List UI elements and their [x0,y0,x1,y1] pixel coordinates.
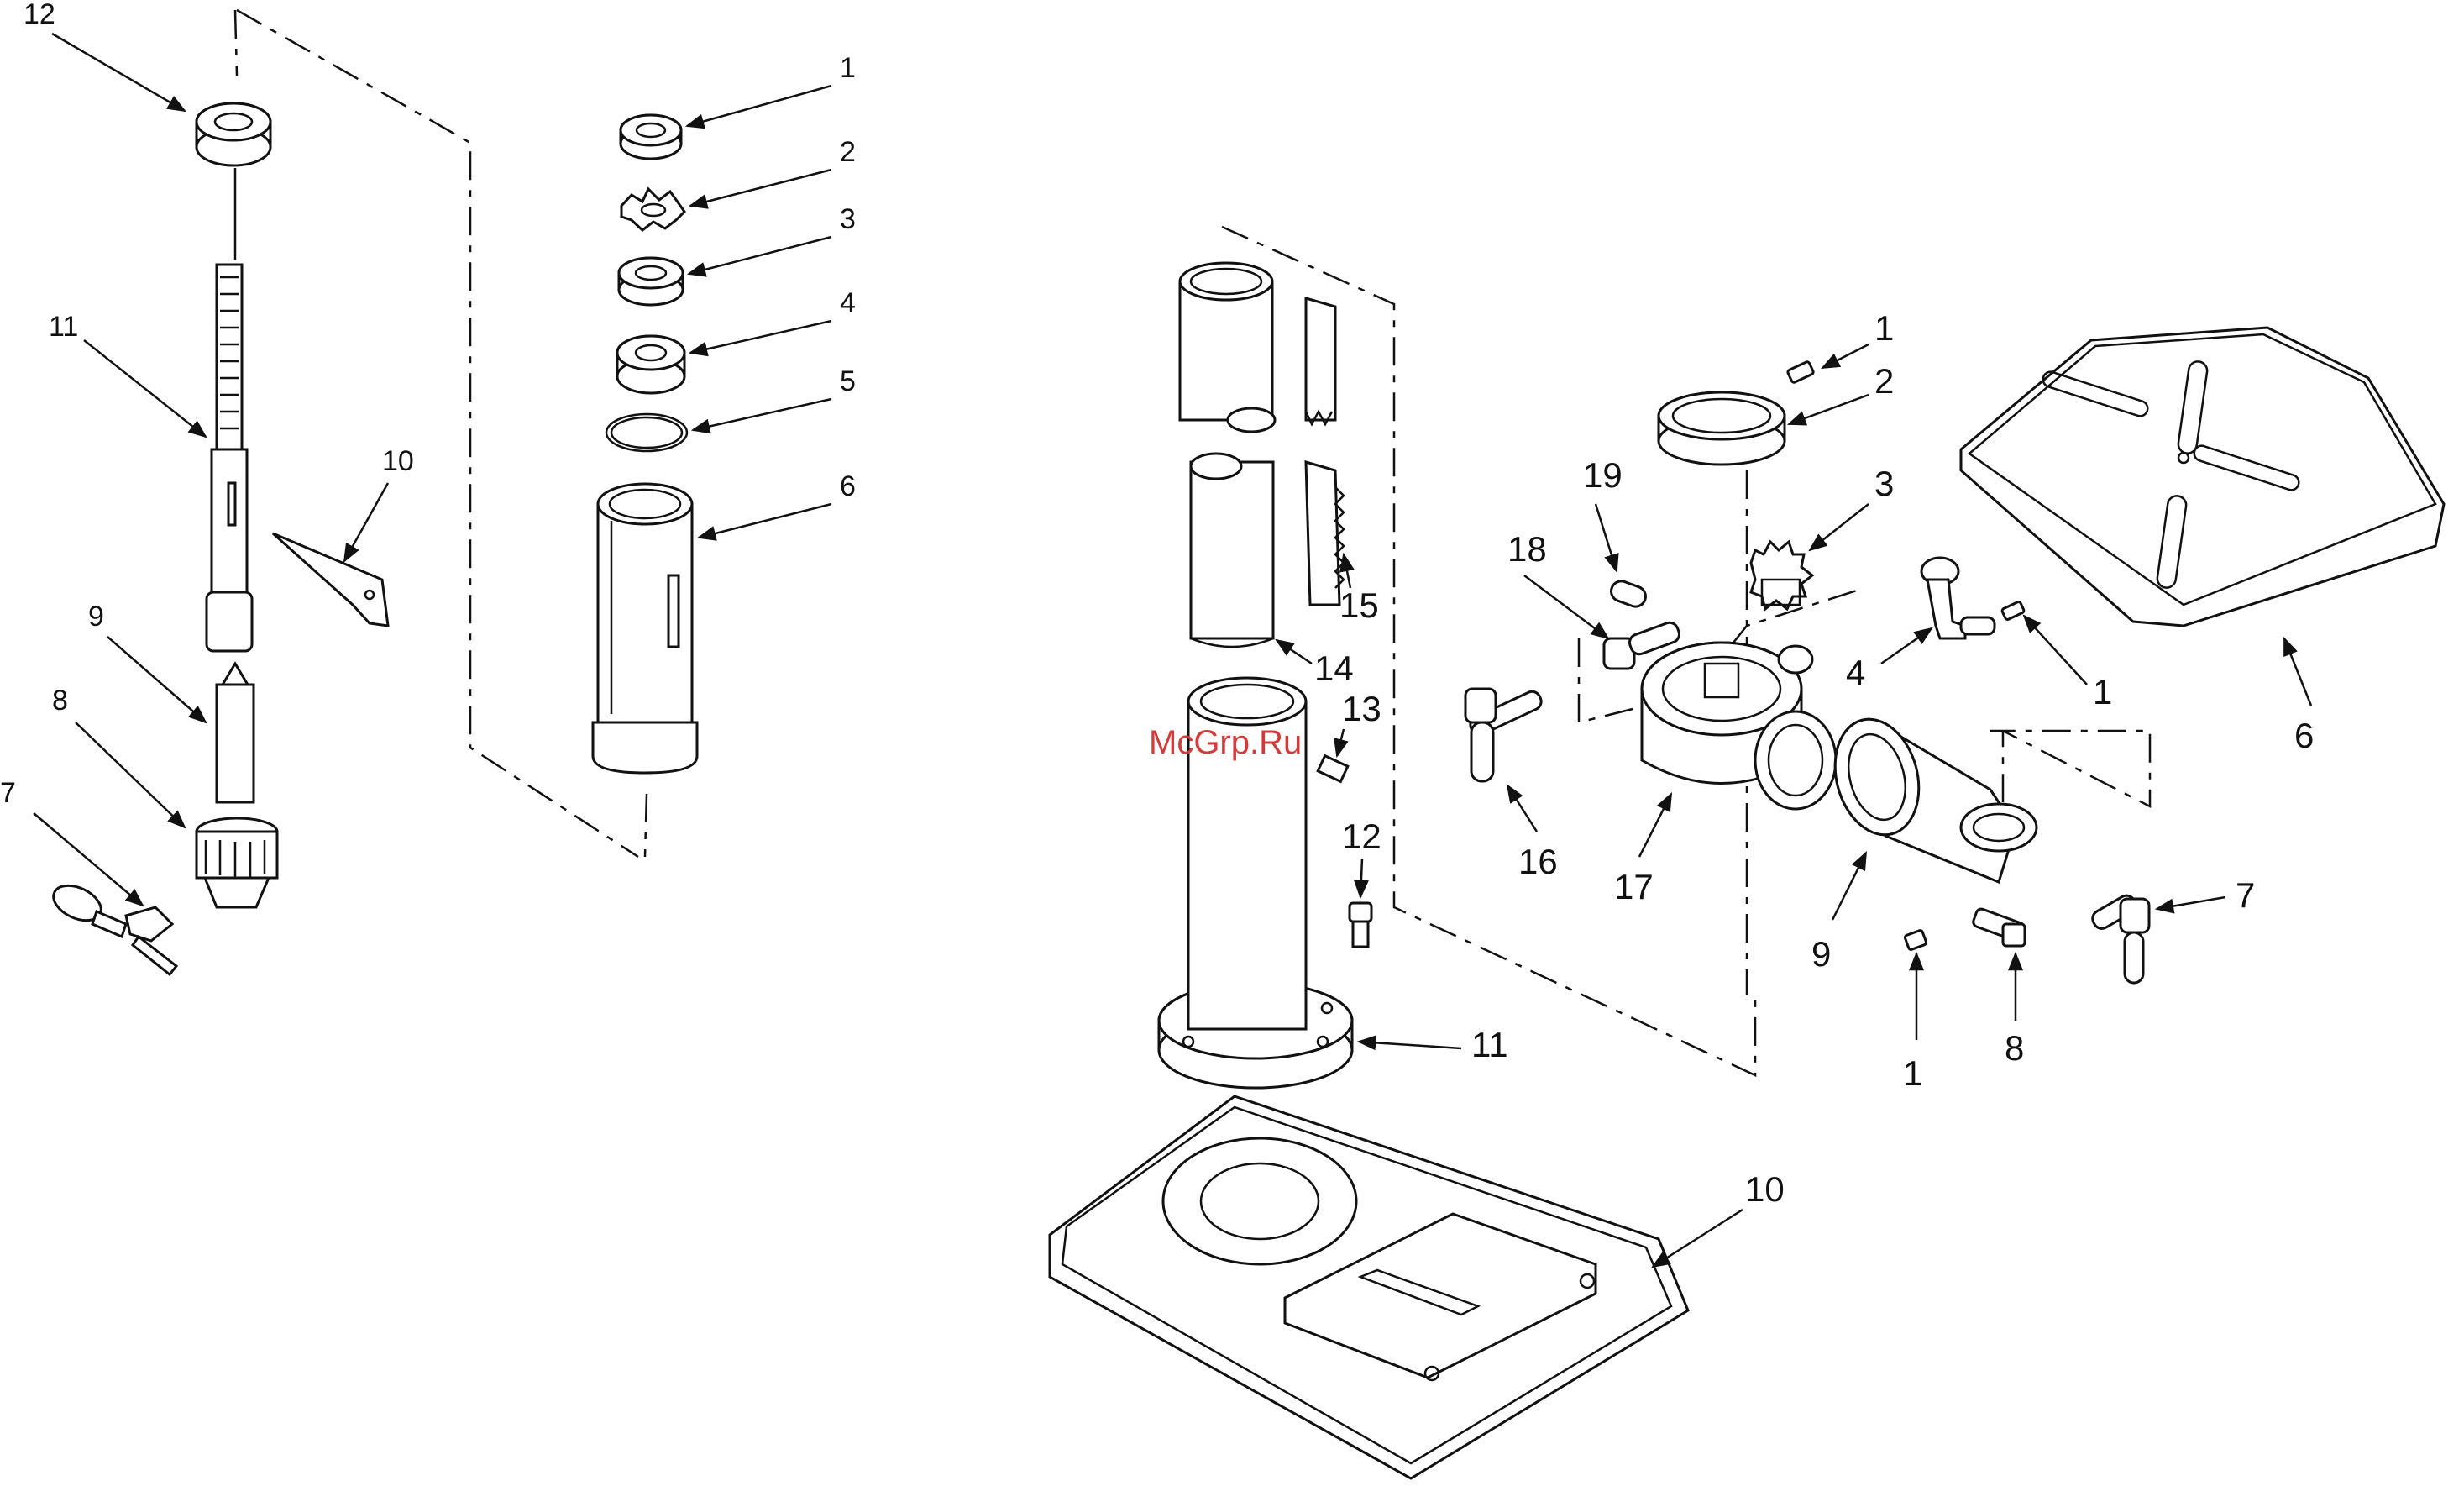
part-17-table-bracket [1642,643,1836,809]
part-11-spindle-shaft [207,265,252,651]
label-10: 10 [382,445,414,477]
label-17: 17 [1614,867,1654,906]
part-19-pin [1608,579,1649,610]
part-1-set-screw-crank [2001,601,2025,621]
part-9-table-arm [1823,710,2037,882]
part-8-chuck [197,818,277,907]
left-assembly-dash-line [235,10,638,857]
part-column-upper-tube [1180,263,1275,432]
label-5: 5 [840,365,856,397]
part-8-bolt [1972,907,2026,946]
label-1-bracket-top: 1 [1874,308,1894,348]
label-6: 6 [840,470,856,502]
label-11-right: 11 [1471,1025,1508,1064]
part-1-set-screw-top [1787,361,1814,383]
label-15: 15 [1339,585,1379,625]
part-12-bolt [1350,903,1371,947]
part-7-chuck-key [48,879,176,974]
part-15-rack [1306,298,1344,605]
part-4-bearing [617,336,684,393]
part-7-clamp-lever [2089,892,2149,983]
label-6-bracket: 6 [2294,716,2314,755]
part-3-bearing [619,258,683,305]
part-10-drift-key [273,533,388,626]
part-9-arbor [217,664,254,802]
part-1-nut [621,115,681,159]
part-13-set-screw [1318,756,1348,782]
part-5-retaining-ring [606,414,687,451]
part-2-lock-washer [621,189,684,230]
label-1-bracket-right: 1 [2093,672,2112,711]
label-8: 8 [52,685,68,717]
label-3: 3 [840,203,856,235]
label-7: 7 [0,777,16,809]
label-12: 12 [24,0,55,30]
label-1-bracket-bottom: 1 [1903,1053,1922,1093]
part-10-base [1050,1096,1688,1478]
label-13: 13 [1342,689,1381,728]
label-8-bracket: 8 [2005,1028,2024,1068]
part-4-crank-handle [1921,558,1995,638]
label-2: 2 [840,136,856,168]
label-1: 1 [840,52,856,84]
label-2-bracket: 2 [1874,361,1894,401]
part-6-work-table [1961,328,2444,626]
part-2-collar-ring [1659,392,1785,465]
part-1-set-screw-lower [1905,930,1927,950]
label-12-right: 12 [1342,817,1381,856]
part-3-gear [1751,542,1812,609]
center-assembly: 1 2 3 4 5 6 [593,52,856,857]
label-3-bracket: 3 [1874,464,1894,503]
part-6-quill [593,484,697,773]
part-12-bearing [197,103,270,165]
center-assembly-dash-line [645,794,647,857]
label-16: 16 [1518,842,1558,881]
bracket-assembly: 1 2 19 18 3 4 1 6 16 17 9 7 1 8 [1465,308,2444,1093]
label-14: 14 [1314,648,1354,688]
label-11: 11 [49,311,78,343]
label-18: 18 [1507,529,1547,569]
part-16-locking-lever [1465,689,1544,781]
label-4-bracket: 4 [1846,653,1865,692]
part-14-column-tube [1191,454,1273,647]
label-9-bracket: 9 [1811,934,1831,974]
label-4: 4 [840,287,856,319]
left-assembly: 12 11 10 9 8 7 [0,0,638,974]
label-10-right: 10 [1745,1169,1785,1209]
watermark: McGrp.Ru [1149,724,1302,761]
label-7-bracket: 7 [2236,875,2255,915]
label-9: 9 [88,601,104,633]
label-19: 19 [1583,455,1623,495]
